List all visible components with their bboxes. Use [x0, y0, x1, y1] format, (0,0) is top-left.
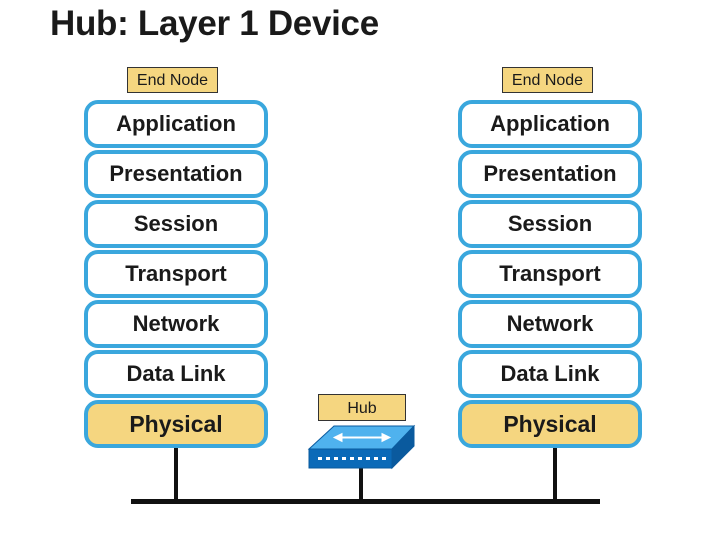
left-layer-physical: Physical: [84, 400, 268, 448]
diagram-title: Hub: Layer 1 Device: [50, 4, 379, 43]
left-drop-wire: [174, 448, 178, 501]
hub-port-row: [318, 457, 386, 460]
left-layer-session: Session: [84, 200, 268, 248]
left-end-node-label: End Node: [127, 67, 218, 93]
right-layer-session: Session: [458, 200, 642, 248]
left-layer-network: Network: [84, 300, 268, 348]
right-layer-presentation: Presentation: [458, 150, 642, 198]
right-layer-network: Network: [458, 300, 642, 348]
hub-label: Hub: [318, 394, 406, 421]
right-layer-data-link: Data Link: [458, 350, 642, 398]
hub-side-face: [391, 424, 415, 470]
hub-icon: [307, 424, 416, 470]
right-layer-transport: Transport: [458, 250, 642, 298]
right-layer-physical: Physical: [458, 400, 642, 448]
hub-drop-wire: [359, 468, 363, 501]
left-layer-transport: Transport: [84, 250, 268, 298]
right-drop-wire: [553, 448, 557, 501]
bus-line: [131, 499, 600, 504]
left-layer-presentation: Presentation: [84, 150, 268, 198]
left-layer-application: Application: [84, 100, 268, 148]
right-layer-application: Application: [458, 100, 642, 148]
hub-arrow-icon: [332, 432, 392, 443]
right-end-node-label: End Node: [502, 67, 593, 93]
left-layer-data-link: Data Link: [84, 350, 268, 398]
